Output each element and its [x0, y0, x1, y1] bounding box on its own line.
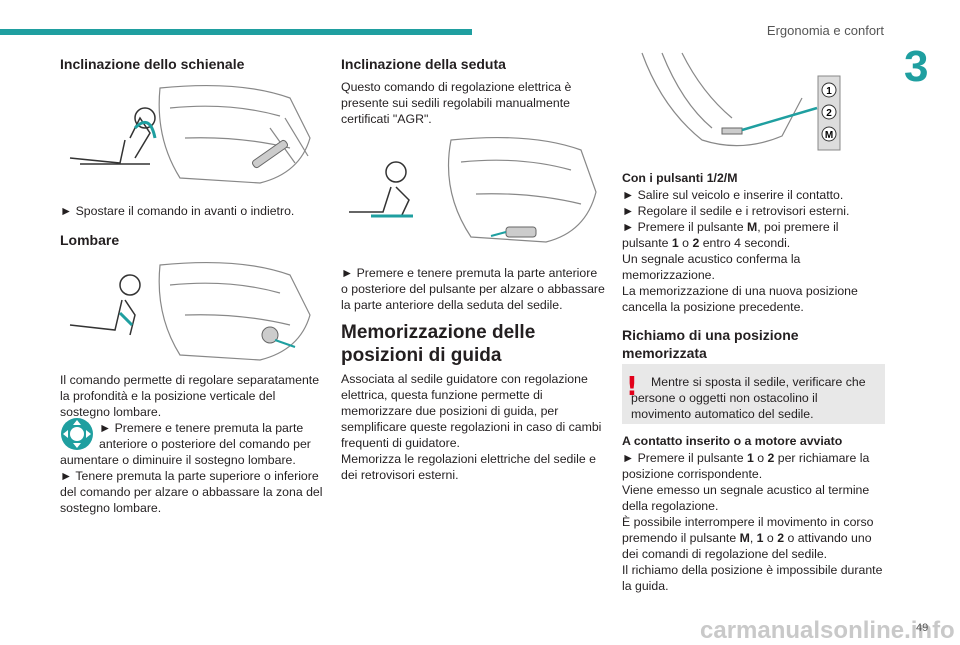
text-mem-7: dei retrovisori esterni. [341, 468, 459, 482]
text-lombare-1: Il comando permette di regolare separata… [60, 373, 320, 387]
heading-richiamo-2: memorizzata [622, 345, 707, 361]
text-seduta-5: o posteriore del pulsante per alzare o a… [341, 282, 605, 296]
text-seduta-4: ► Premere e tenere premuta la parte ante… [341, 266, 598, 280]
text-lombare-4: ► Premere e tenere premuta la parte [99, 421, 304, 435]
memory-button-1 [821, 82, 837, 98]
text-pulsanti-8: cancella la posizione precedente. [622, 300, 804, 314]
text-mem-5: frequenti di guidatore. [341, 436, 460, 450]
text-seduta-6: la parte anteriore della seduta del sedi… [341, 298, 563, 312]
text-schienale: ► Spostare il comando in avanti o indiet… [60, 204, 295, 218]
text-richiamo-5: È possibile interrompere il movimento in… [622, 515, 874, 529]
text-pulsanti-5: Un segnale acustico conferma la [622, 252, 801, 266]
text-mem-1: Associata al sedile guidatore con regola… [341, 372, 588, 386]
text-richiamo-8: Il richiamo della posizione è impossibil… [622, 563, 883, 577]
text-seduta-3: certificati "AGR". [341, 112, 432, 126]
memory-button-2 [821, 104, 837, 120]
text-lombare-3: sostegno lombare. [60, 405, 162, 419]
text-pulsanti-2: ► Regolare il sedile e i retrovisori est… [622, 204, 850, 218]
seatback-tilt-illustration [69, 84, 311, 184]
text-pulsanti-4: pulsante 1 o 2 entro 4 secondi. [622, 236, 791, 250]
text-lombare-8: del comando per alzare o abbassare la zo… [60, 485, 323, 499]
text-mem-2: elettrica, questa funzione permette di [341, 388, 543, 402]
header-accent-bar [0, 29, 472, 35]
text-mem-4: semplificare queste regolazioni in caso … [341, 420, 602, 434]
text-richiamo-2: posizione corrispondente. [622, 467, 763, 481]
heading-memorizzazione-2: posizioni di guida [341, 345, 502, 366]
heading-seduta: Inclinazione della seduta [341, 56, 506, 72]
heading-richiamo-1: Richiamo di una posizione [622, 327, 799, 343]
seat-tilt-illustration [349, 136, 597, 243]
heading-schienale: Inclinazione dello schienale [60, 56, 245, 72]
exclamation-icon: ! [626, 372, 638, 402]
chapter-number: 3 [904, 42, 929, 91]
heading-lombare: Lombare [60, 232, 120, 248]
heading-contatto: A contatto inserito o a motore avviato [622, 434, 843, 448]
text-mem-3: memorizzare due posizioni di guida, per [341, 404, 559, 418]
text-seduta-1: Questo comando di regolazione elettrica … [341, 80, 572, 94]
text-richiamo-9: la guida. [622, 579, 669, 593]
text-richiamo-4: della regolazione. [622, 499, 719, 513]
memory-button-m-label: M [825, 130, 833, 141]
warning-box: ! Mentre si sposta il sedile, verificare… [622, 364, 885, 424]
text-pulsanti-3: ► Premere il pulsante M, poi premere il [622, 220, 839, 234]
memory-button-1-label: 1 [826, 86, 832, 97]
text-lombare-6: aumentare o diminuire il sostegno lombar… [60, 453, 296, 467]
text-pulsanti-6: memorizzazione. [622, 268, 715, 282]
text-richiamo-6: premendo il pulsante M, 1 o 2 o attivand… [622, 531, 872, 545]
text-richiamo-3: Viene emesso un segnale acustico al term… [622, 483, 870, 497]
heading-pulsanti: Con i pulsanti 1/2/M [622, 171, 738, 185]
warning-text: Mentre si sposta il sedile, verificare c… [631, 375, 866, 421]
text-lombare-7: ► Tenere premuta la parte superiore o in… [60, 469, 319, 483]
page-number: 49 [916, 622, 929, 634]
text-lombare-9: sostegno lombare. [60, 501, 162, 515]
text-lombare-5: anteriore o posteriore del comando per [99, 437, 311, 451]
text-mem-6: Memorizza le regolazioni elettriche del … [341, 452, 596, 466]
text-pulsanti-1: ► Salire sul veicolo e inserire il conta… [622, 188, 844, 202]
lumbar-illustration [69, 261, 311, 361]
section-title: Ergonomia e confort [766, 23, 884, 38]
memory-button-group [821, 82, 837, 142]
memory-button-2-label: 2 [826, 108, 832, 119]
memory-buttons-illustration: 1 2 M [641, 52, 841, 151]
lumbar-control-icon [61, 418, 93, 450]
text-pulsanti-7: La memorizzazione di una nuova posizione [622, 284, 858, 298]
text-seduta-2: presente sui sedili regolabili manualmen… [341, 96, 570, 110]
memory-button-m [821, 126, 837, 142]
text-lombare-2: la profondità e la posizione verticale d… [60, 389, 276, 403]
heading-memorizzazione-1: Memorizzazione delle [341, 322, 536, 343]
text-richiamo-1: ► Premere il pulsante 1 o 2 per richiama… [622, 451, 870, 465]
text-richiamo-7: dei comandi di regolazione del sedile. [622, 547, 828, 561]
